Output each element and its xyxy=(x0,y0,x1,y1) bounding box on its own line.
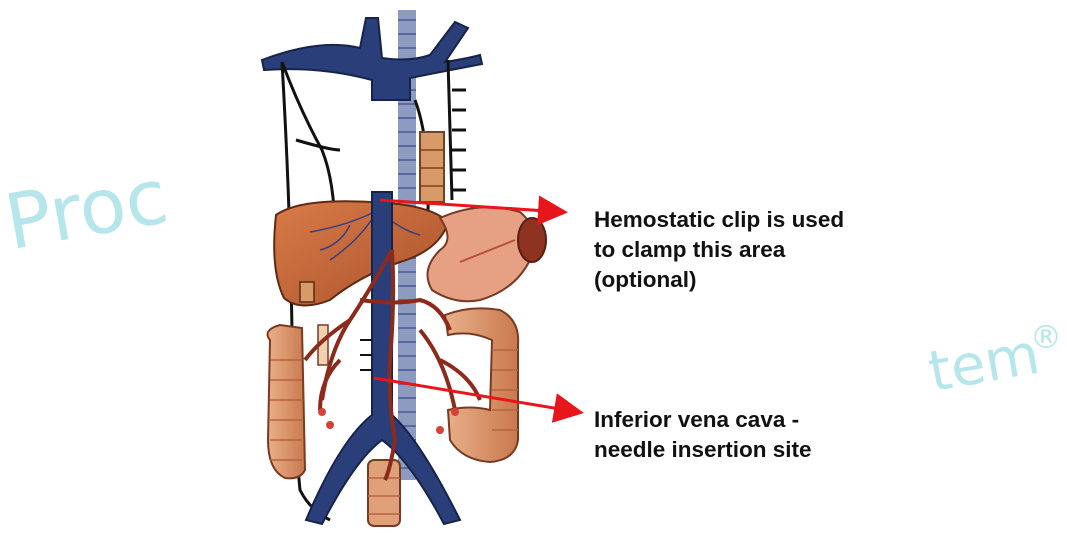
clip-area-label: Hemostatic clip is used to clamp this ar… xyxy=(594,205,844,295)
needle-site-label-line: needle insertion site xyxy=(594,435,812,465)
ivc-branches xyxy=(360,340,372,370)
liver xyxy=(274,201,448,305)
azygos-tube xyxy=(420,132,444,202)
needle-site-label: Inferior vena cava - needle insertion si… xyxy=(594,405,812,465)
clip-area-label-line: to clamp this area xyxy=(594,235,844,265)
needle-site-label-line: Inferior vena cava - xyxy=(594,405,812,435)
clip-area-label-line: Hemostatic clip is used xyxy=(594,205,844,235)
rectum xyxy=(368,460,400,526)
clip-area-label-line: (optional) xyxy=(594,265,844,295)
stomach xyxy=(428,207,547,301)
